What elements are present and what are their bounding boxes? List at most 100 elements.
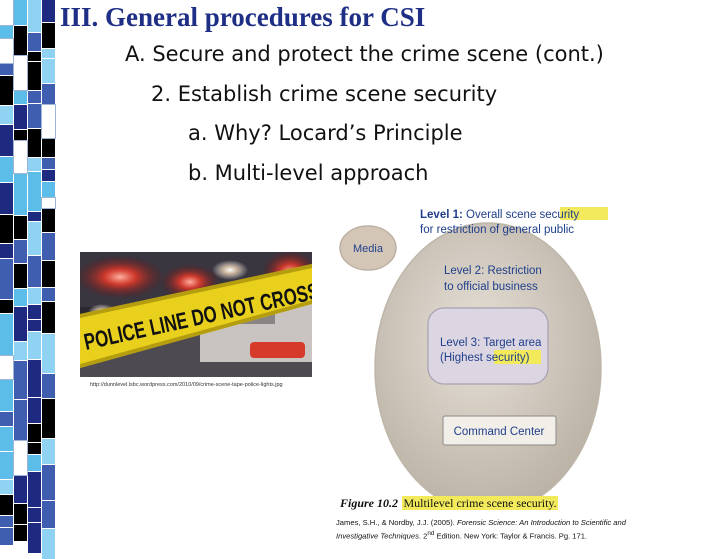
sidebar-tile: [42, 302, 55, 333]
sidebar-tile: [28, 33, 41, 51]
sidebar-tile: [42, 334, 55, 373]
sidebar-tile: [0, 516, 13, 527]
sidebar-tile: [28, 455, 41, 471]
sidebar-tile: [14, 105, 27, 129]
sidebar-tile: [0, 314, 13, 355]
sidebar-tile: [14, 476, 27, 503]
sidebar-tile: [42, 233, 55, 260]
sidebar-tile: [28, 91, 41, 103]
sidebar-tile: [14, 240, 27, 263]
sidebar-tile: [42, 288, 55, 301]
sidebar-tile: [0, 157, 13, 182]
sidebar-tile: [28, 288, 41, 304]
level-3-highlight: [494, 350, 541, 364]
media-label: Media: [353, 243, 384, 255]
sidebar-tile: [0, 0, 14, 26]
figure-caption: Figure 10.2 Multilevel crime scene secur…: [340, 494, 558, 512]
sidebar-tile: [28, 523, 41, 553]
sidebar-tile: [0, 106, 13, 124]
level-1-heading: Level 1: Overall scene security: [420, 209, 579, 221]
level-3-line2: (Highest security): [440, 352, 530, 364]
multilevel-security-figure: Level 1: Overall scene security for rest…: [338, 198, 620, 508]
sidebar-tile: [28, 332, 41, 359]
sidebar-tile: [14, 307, 27, 341]
sidebar-tile: [14, 504, 27, 524]
sidebar-tile: [42, 139, 55, 157]
sidebar-tile: [0, 380, 13, 411]
sidebar-tile: [28, 320, 41, 331]
sidebar-tile: [42, 399, 55, 438]
sidebar-tile: [0, 76, 13, 105]
sidebar-tile: [0, 125, 13, 156]
sidebar-tile: [42, 0, 55, 22]
command-center-box: [442, 415, 557, 446]
sidebar-tile: [0, 480, 13, 494]
sidebar-tile: [42, 49, 55, 58]
sidebar-tile: [28, 256, 41, 287]
sidebar-tile: [0, 452, 13, 479]
photo-source-url: http://dunnlevel.lsbc.wordpress.com/2010…: [90, 382, 283, 388]
outline-item-a-sub: a. Why? Locard’s Principle: [188, 121, 463, 145]
command-center-label: Command Center: [454, 426, 545, 438]
decorative-sidebar: [0, 0, 58, 559]
citation-edition-sup: nd: [427, 530, 435, 537]
sidebar-tile: [28, 129, 41, 157]
sidebar-tile: [28, 305, 41, 319]
citation-title-1: Forensic Science: An Introduction to Sci…: [456, 518, 626, 527]
figure-number: Figure 10.2: [340, 496, 399, 510]
sidebar-tile: [42, 209, 55, 232]
sidebar-tile: [41, 197, 56, 209]
sidebar-tile: [42, 170, 55, 181]
slide-title: III. General procedures for CSI: [60, 2, 426, 32]
citation-authors: James, S.H., & Nordby, J.J. (2005).: [336, 518, 457, 527]
sidebar-tile: [0, 355, 14, 380]
sidebar-tile: [28, 424, 41, 442]
sidebar-tile: [28, 398, 41, 423]
sidebar-tile: [28, 472, 41, 507]
outline-item-a: A. Secure and protect the crime scene (c…: [125, 42, 604, 66]
sidebar-tile: [13, 55, 28, 91]
sidebar-tile: [14, 0, 27, 25]
outline-item-b-sub: b. Multi-level approach: [188, 161, 429, 185]
sidebar-tile: [42, 182, 55, 197]
sidebar-tile: [14, 400, 27, 440]
sidebar-tile: [28, 222, 41, 255]
sidebar-tile: [14, 289, 27, 306]
figure-caption-text: Multilevel crime scene security.: [402, 496, 558, 510]
sidebar-tile: [28, 0, 41, 32]
sidebar-tile: [28, 212, 41, 221]
sidebar-tile: [28, 360, 41, 397]
media-circle: [339, 225, 397, 271]
sidebar-tile: [14, 361, 27, 399]
sidebar-tile: [14, 26, 27, 55]
sidebar-tile: [42, 501, 55, 528]
sidebar-tile: [14, 216, 27, 239]
sidebar-tile: [13, 440, 28, 476]
sidebar-tile: [0, 64, 13, 75]
sidebar-tile: [42, 374, 55, 398]
sidebar-tile: [42, 439, 55, 464]
sidebar-tile: [0, 427, 13, 451]
sidebar-tile: [42, 84, 55, 104]
sidebar-tile: [0, 495, 13, 515]
sidebar-tile: [14, 525, 27, 541]
outline-item-2: 2. Establish crime scene security: [151, 82, 498, 106]
sidebar-tile: [42, 59, 55, 83]
sidebar-tile: [28, 508, 41, 522]
sidebar-tile: [0, 528, 13, 545]
sidebar-tile: [41, 104, 56, 139]
sidebar-tile: [0, 38, 14, 64]
police-tape-photo: POLICE LINE DO NOT CROSS: [80, 252, 312, 377]
level-1-subtext: for restriction of general public: [420, 224, 574, 236]
sidebar-tile: [28, 172, 41, 211]
sidebar-tile: [28, 443, 41, 454]
citation-title-2: Investigative Techniques: [336, 531, 419, 541]
level-3-box: [427, 307, 549, 385]
sidebar-tile: [14, 91, 27, 104]
sidebar-tile: [42, 23, 55, 48]
sidebar-tile: [0, 183, 13, 214]
sidebar-tile: [0, 412, 13, 426]
citation-publisher: Edition. New York: Taylor & Francis. Pg.…: [434, 531, 588, 541]
sidebar-tile: [14, 342, 27, 360]
sidebar-tile: [14, 264, 27, 288]
